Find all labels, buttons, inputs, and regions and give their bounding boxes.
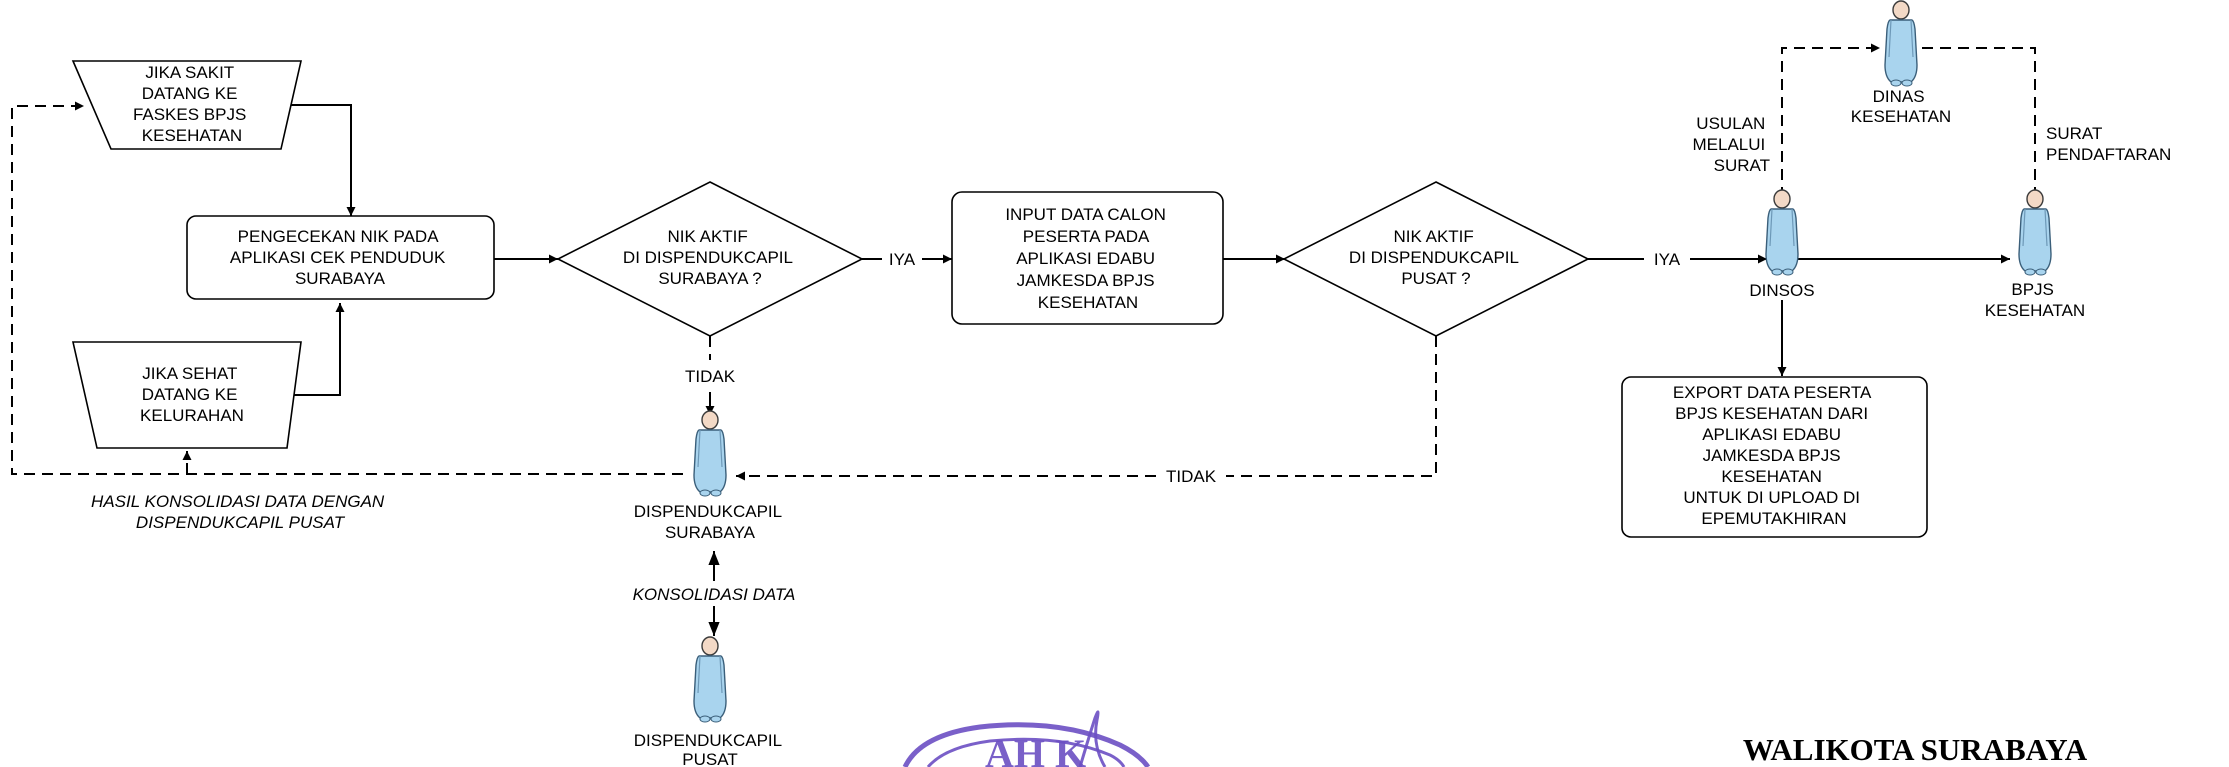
connector-sehat-to-pengecekan [287, 303, 345, 396]
process-export-data-text: EXPORT DATA PESERTA BPJS KESEHATAN DARI … [1673, 383, 1875, 528]
decision-nik-pusat-text: NIK AKTIF DI DISPENDUKCAPIL PUSAT ? [1349, 227, 1523, 288]
process-pengecekan-nik [186, 215, 495, 300]
process-export-data [1621, 376, 1928, 538]
actor-dinas-kesehatan-label: DINAS KESEHATAN [1851, 87, 1951, 126]
label-iya-2: IYA [1654, 250, 1681, 269]
actor-dispendukcapil-surabaya-icon [693, 410, 727, 497]
shape-jika-sehat-text: JIKA SEHAT DATANG KE KELURAHAN [140, 364, 244, 425]
actor-bpjs-kesehatan-icon [2018, 189, 2052, 276]
actor-dispendukcapil-pusat-label: DISPENDUKCAPIL PUSAT [634, 731, 786, 767]
shape-jika-sehat [71, 341, 302, 449]
label-hasil-konsolidasi: HASIL KONSOLIDASI DATA DENGAN DISPENDUKC… [91, 492, 389, 532]
shape-jika-sakit-text: JIKA SAKIT DATANG KE FASKES BPJS KESEHAT… [133, 63, 251, 145]
decision-nik-surabaya-text: NIK AKTIF DI DISPENDUKCAPIL SURABAYA ? [623, 227, 797, 288]
label-konsolidasi-data: KONSOLIDASI DATA [633, 585, 796, 604]
shape-jika-sakit [71, 60, 303, 150]
decision-nik-surabaya [556, 181, 864, 337]
connector-hasil-to-sakit [11, 101, 683, 475]
label-surat-pendaftaran: SURAT PENDAFTARAN [2046, 124, 2171, 164]
stamp-text: AH K [985, 731, 1086, 767]
actor-dispendukcapil-surabaya-label: DISPENDUKCAPIL SURABAYA [634, 502, 786, 542]
actor-bpjs-kesehatan-label: BPJS KESEHATAN [1985, 280, 2085, 320]
label-tidak-1: TIDAK [685, 367, 736, 386]
actor-dinsos-icon [1765, 189, 1799, 276]
process-input-data-text: INPUT DATA CALON PESERTA PADA APLIKASI E… [1005, 205, 1170, 312]
actor-dispendukcapil-pusat-icon [693, 636, 727, 723]
decision-nik-pusat [1282, 181, 1590, 337]
connector-sakit-to-pengecekan [281, 104, 356, 216]
official-stamp: AH K [902, 710, 1151, 767]
label-usulan-melalui-surat: USULAN MELALUI SURAT [1693, 114, 1770, 175]
label-tidak-2: TIDAK [1166, 467, 1217, 486]
footer-title: WALIKOTA SURABAYA [1743, 732, 2088, 767]
label-iya-1: IYA [889, 250, 916, 269]
connector-dinsos-to-dinas [1781, 43, 1880, 198]
process-input-data [951, 191, 1224, 325]
connector-tidak2-a [1226, 336, 1437, 477]
connector-dinas-to-bpjs [1922, 47, 2040, 200]
actor-dinas-kesehatan-icon [1884, 0, 1918, 87]
process-pengecekan-nik-text: PENGECEKAN NIK PADA APLIKASI CEK PENDUDU… [230, 227, 450, 288]
actor-dinsos-label: DINSOS [1749, 281, 1814, 300]
